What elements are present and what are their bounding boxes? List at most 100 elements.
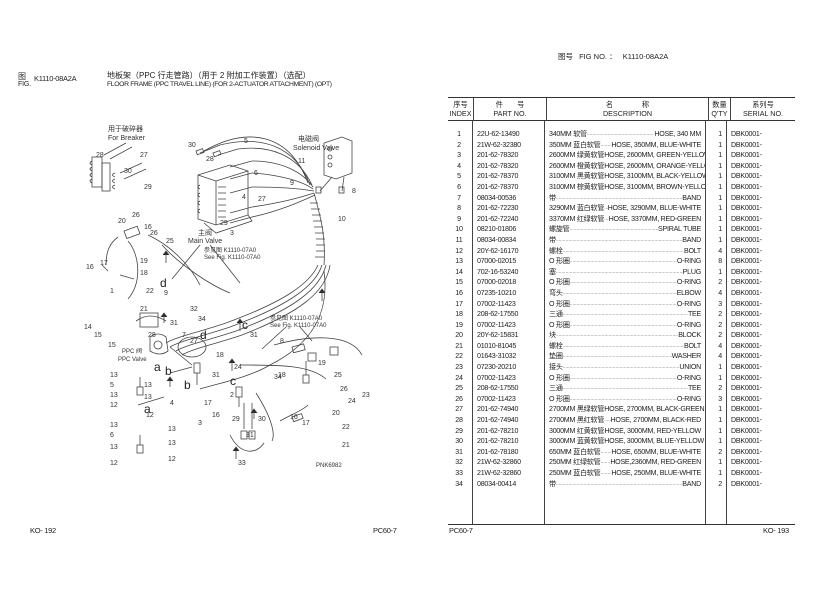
row-serial: DBK0001- (731, 235, 762, 244)
row-part-number: 21W-62-32860 (477, 469, 521, 477)
row-description: 螺栓BOLT (545, 246, 705, 257)
row-part-number: 201-62-78210 (477, 426, 519, 435)
row-index: 33 (455, 469, 463, 477)
valve-hose-fittings (195, 144, 253, 224)
row-qty: 1 (718, 182, 722, 191)
callout-12c: 12 (146, 412, 154, 419)
row-description-en: BOLT (683, 341, 701, 350)
callout-13c: 13 (144, 382, 152, 389)
row-qty: 2 (718, 447, 722, 456)
row-index: 31 (455, 447, 463, 456)
callout-8b: 8 (280, 338, 284, 345)
row-qty: 2 (718, 310, 722, 319)
right-model: PC60-7 (449, 526, 473, 535)
row-description-cn: 250MM 蓝白软管 (549, 469, 601, 477)
row-description: O 形圈O-RING (545, 256, 705, 267)
row-description: 3290MM 蓝白软管HOSE, 3290MM, BLUE-WHITE (545, 203, 705, 214)
row-serial: DBK0001- (731, 479, 762, 488)
row-serial: DBK0001- (731, 331, 762, 340)
row-description: O 形圈O-RING (545, 277, 705, 288)
drawing-id: PNK6982 (316, 463, 342, 469)
row-description-en: HOSE, 650MM, BLUE-WHITE (611, 447, 701, 456)
row-description-en: O-RING (676, 257, 701, 266)
row-qty: 4 (718, 341, 722, 350)
row-serial: DBK0001- (731, 182, 762, 191)
row-index: 14 (455, 267, 463, 276)
row-description-en: O-RING (676, 278, 701, 287)
row-serial: DBK0001- (731, 299, 762, 308)
row-description-en: HOSE, 2600MM, GREEN-YELLOW (604, 151, 705, 160)
leader-dots (570, 224, 658, 235)
row-qty: 1 (718, 204, 722, 213)
letter-c-2: c (230, 374, 236, 388)
leader-dots (601, 140, 612, 151)
row-part-number: 201-62-78320 (477, 151, 519, 160)
row-description-cn: 三通 (549, 310, 563, 319)
header-serial: 系列号 SERIAL NO. (731, 98, 795, 120)
ppc-valve-label-en: PPC Valve (118, 357, 147, 363)
row-part-number: 07235-10210 (477, 288, 517, 297)
row-serial: DBK0001- (731, 193, 762, 202)
callout-24a: 24 (234, 364, 242, 371)
row-qty: 1 (718, 373, 722, 382)
row-part-number: 22U-62-13490 (477, 130, 520, 138)
row-description-en: HOSE, 3290MM, BLUE-WHITE (607, 204, 702, 213)
header-index-cn: 序号 (453, 100, 468, 109)
solenoid-label-en: Solenoid Valve (293, 145, 339, 152)
row-description-cn: 三通 (549, 384, 563, 393)
row-description: 250MM 红绿软管HOSE,2360MM, RED-GREEN (545, 457, 705, 468)
callout-19b: 19 (318, 360, 326, 367)
row-index: 1 (457, 130, 461, 138)
callout-5: 5 (244, 138, 248, 145)
row-qty: 4 (718, 352, 722, 361)
callout-4b: 4 (170, 400, 174, 407)
header-qty-cn: 数量 (712, 100, 727, 109)
ppc-valve (149, 333, 193, 366)
callout-17a: 17 (100, 260, 108, 267)
callout-22a: 22 (146, 288, 154, 295)
row-index: 32 (455, 458, 463, 467)
callout-3b: 3 (198, 420, 202, 427)
callout-33: 33 (238, 460, 246, 467)
row-index: 18 (455, 310, 463, 319)
row-part-number: 07002-11423 (477, 320, 516, 329)
row-serial: DBK0001- (731, 130, 762, 138)
row-description: 带BAND (545, 235, 705, 246)
row-index: 27 (455, 405, 463, 414)
row-index: 9 (457, 214, 461, 223)
row-description-en: BLOCK (678, 331, 701, 340)
row-serial: DBK0001- (731, 214, 762, 223)
callout-12b: 12 (110, 460, 118, 467)
row-qty: 2 (718, 278, 722, 287)
row-part-number: 01010-81045 (477, 341, 517, 350)
callout-13h: 13 (168, 440, 176, 447)
row-serial: DBK0001- (731, 384, 762, 393)
row-qty: 1 (718, 458, 722, 467)
row-index: 21 (455, 341, 463, 350)
row-description-en: BAND (682, 479, 701, 488)
callout-27b: 27 (258, 196, 266, 203)
main-valve-label-cn: 主阀 (198, 228, 212, 237)
row-description: 弯头 ELBOW (545, 288, 705, 299)
row-index: 17 (455, 299, 463, 308)
row-index: 20 (455, 331, 463, 340)
row-serial: DBK0001- (731, 447, 762, 456)
row-serial: DBK0001- (731, 225, 762, 234)
callout-29a: 29 (144, 184, 152, 191)
row-description-en: O-RING (676, 394, 701, 403)
row-qty: 1 (718, 140, 722, 149)
row-index: 15 (455, 278, 463, 287)
item-callouts: 28 27 30 29 30 28 5 6 27 4 3 29 11 9 8 1… (84, 138, 370, 467)
row-serial: DBK0001- (731, 172, 762, 181)
leader-dots (587, 129, 655, 140)
row-description-cn: 弯头 (549, 288, 563, 297)
row-serial: DBK0001- (731, 352, 762, 361)
callout-21b: 21 (342, 442, 350, 449)
row-serial: DBK0001- (731, 405, 762, 414)
spiral-tube (310, 192, 325, 266)
row-description-cn: 垫圈 (549, 352, 563, 361)
callout-15b: 15 (108, 342, 116, 349)
row-description-en: ELBOW (676, 288, 702, 297)
row-serial: DBK0001- (731, 151, 762, 160)
